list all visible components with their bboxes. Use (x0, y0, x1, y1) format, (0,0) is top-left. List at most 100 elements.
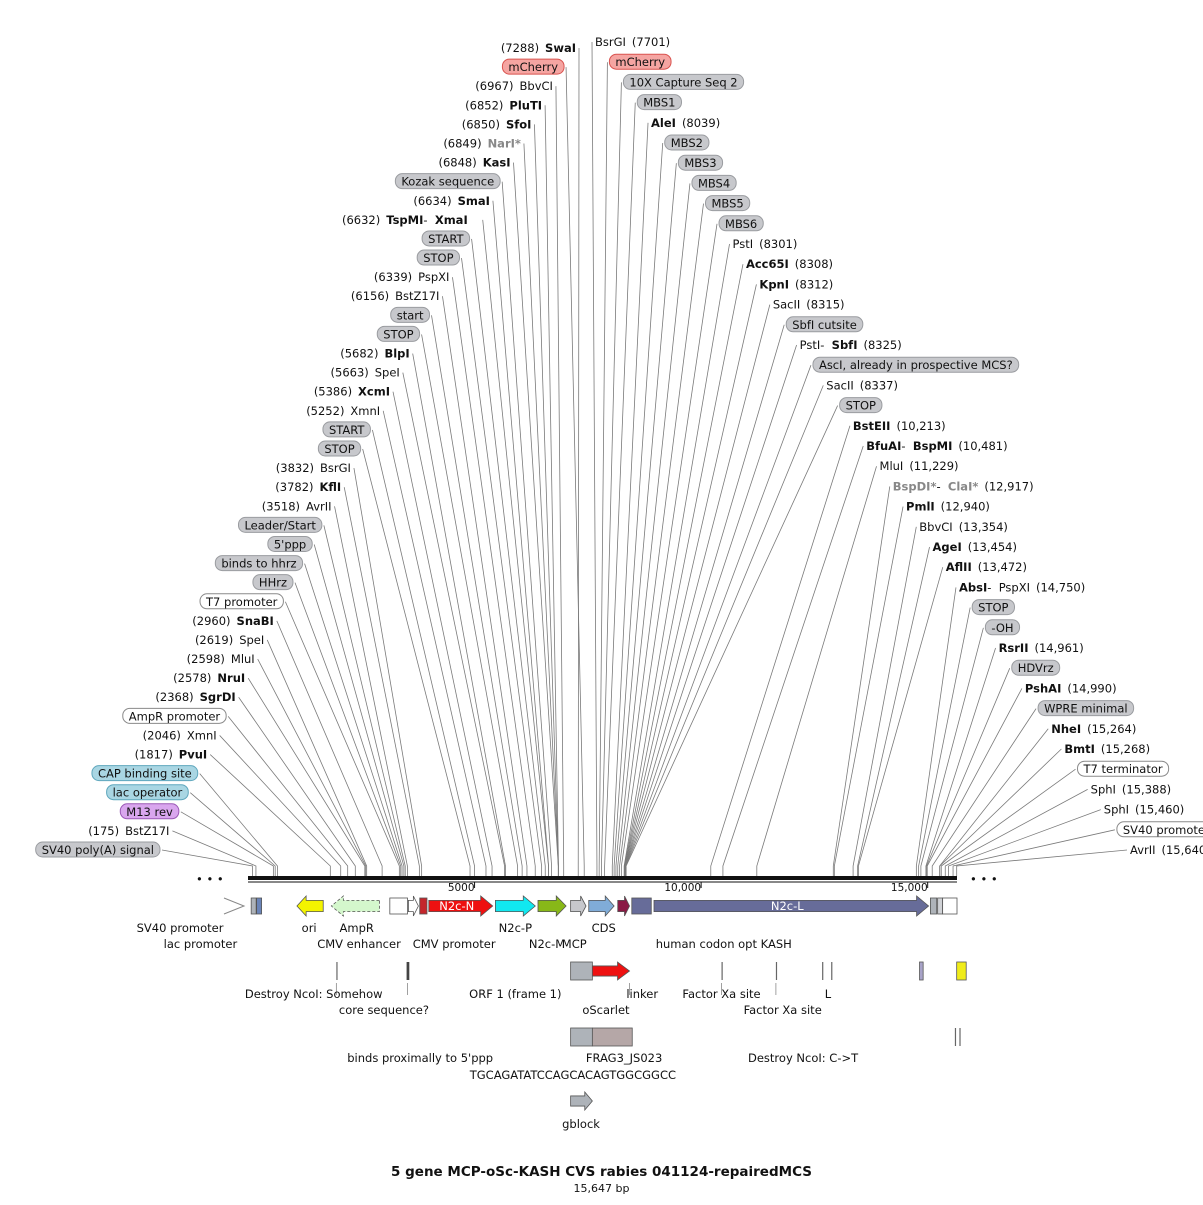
feature-block (930, 897, 938, 915)
feature-arrow (588, 894, 615, 918)
feature-pill: MBS6 (718, 215, 764, 232)
leader-line (334, 506, 408, 876)
site-label: (3518)AvrII (262, 499, 332, 513)
enzyme-name: SpeI (375, 366, 400, 380)
feature-pill: CAP binding site (91, 765, 199, 782)
pill-bg (691, 174, 737, 191)
leader-line (604, 102, 636, 876)
pill-bg (1011, 659, 1061, 676)
feature-pill: STOP (416, 249, 460, 266)
pill-bg (317, 440, 362, 457)
map-length: 15,647 bp (573, 1182, 630, 1195)
pill-text: HDVrz (1018, 661, 1054, 675)
site-position: (10,213) (896, 419, 945, 433)
feature-label: ori (302, 921, 317, 935)
wrap-marker (223, 897, 246, 915)
annotation-block (570, 961, 593, 981)
leader-line (461, 257, 543, 876)
leader-line (452, 277, 536, 876)
site-label: (2046)XmnI (143, 728, 217, 742)
leader-line (920, 627, 984, 876)
feature-pill: T7 terminator (1077, 760, 1170, 777)
leader-line (199, 773, 278, 876)
feature-label: N2c-M (529, 937, 565, 951)
site-label: (2619)SpeI (195, 633, 264, 647)
leader-line (227, 716, 349, 876)
map-title: 5 gene MCP-oSc-KASH CVS rabies 041124-re… (391, 1164, 812, 1180)
annotation-arrow (570, 1090, 593, 1112)
site-label: PstI(8301) (733, 237, 798, 251)
pill-bg (608, 53, 672, 70)
feature-arrow (296, 894, 324, 918)
site-label: (2578)NruI (173, 671, 245, 685)
leader-line (858, 567, 944, 876)
annotation-label: FRAG3_JS023 (586, 1051, 662, 1065)
leader-line (323, 525, 406, 876)
enzyme-name: PspXI (999, 580, 1030, 594)
site-position: (175) (88, 824, 119, 838)
enzyme-name: BspDI* (893, 479, 937, 493)
site-position: (14,990) (1067, 681, 1116, 695)
feature-block (631, 897, 652, 915)
site-position: (8301) (759, 237, 797, 251)
feature-arrow (570, 895, 587, 917)
enzyme-name: KflI (320, 480, 342, 494)
enzyme-name: AleI (651, 116, 676, 130)
site-position: (2619) (195, 633, 233, 647)
site-position: (6632) (342, 213, 380, 227)
site-position: (15,640) (1162, 843, 1203, 857)
annotation-label: L (825, 987, 832, 1001)
leader-line (431, 315, 523, 876)
feature-pill: HDVrz (1011, 659, 1061, 676)
enzyme-name: SphI (1091, 782, 1116, 796)
leader-line (918, 607, 971, 876)
leader-line (857, 546, 930, 876)
enzyme-name: SwaI (545, 41, 576, 55)
feature-label: CMV enhancer (317, 937, 401, 951)
pill-bg (91, 765, 199, 782)
site-position: (15,460) (1135, 803, 1184, 817)
site-position: (15,268) (1101, 742, 1150, 756)
site-position: (3832) (276, 461, 314, 475)
leader-line (190, 792, 276, 876)
feature-pill: MBS1 (636, 94, 682, 111)
enzyme-name: BlpI (384, 347, 409, 361)
site-label: NheI(15,264) (1051, 722, 1136, 736)
leader-line (482, 219, 549, 876)
leader-line (343, 487, 420, 876)
leader-line (940, 768, 1076, 876)
site-position: (8315) (806, 298, 844, 312)
feature-pill: MBS4 (691, 174, 737, 191)
leader-line (915, 587, 957, 876)
enzyme-name: PluTI (509, 98, 542, 112)
annotation-label: core sequence? (339, 1003, 429, 1017)
pill-text: AscI, already in prospective MCS? (819, 358, 1013, 372)
feature-pill: 5'ppp (267, 535, 313, 552)
site-position: (6156) (351, 289, 389, 303)
site-label: (6848)KasI (438, 156, 510, 170)
enzyme-name: MluI (231, 652, 255, 666)
pill-text: T7 terminator (1083, 762, 1163, 776)
leader-line (442, 296, 528, 876)
enzyme-name: KasI (483, 156, 511, 170)
pill-bg (267, 535, 313, 552)
leader-line (948, 809, 1101, 876)
site-label: (7288)SwaI (501, 41, 576, 55)
leader-line (172, 830, 257, 876)
enzyme-name: BfuAI (866, 439, 901, 453)
site-position: (10,481) (958, 439, 1007, 453)
feature-pill: lac operator (106, 784, 189, 801)
leader-line (219, 735, 342, 876)
pill-bg (376, 325, 421, 342)
site-label: (6850)SfoI (462, 117, 532, 131)
pill-bg (718, 215, 764, 232)
enzyme-name: SacII (773, 298, 800, 312)
annotation-block (406, 962, 410, 980)
enzyme-name: KpnI (759, 277, 789, 291)
leader-line (372, 429, 475, 876)
feature-pill: M13 rev (119, 803, 180, 820)
feature-pill: SV40 poly(A) signal (35, 841, 161, 858)
site-label: SphI(15,460) (1104, 803, 1184, 817)
annotation-label: binds proximally to 5'ppp (347, 1051, 493, 1065)
